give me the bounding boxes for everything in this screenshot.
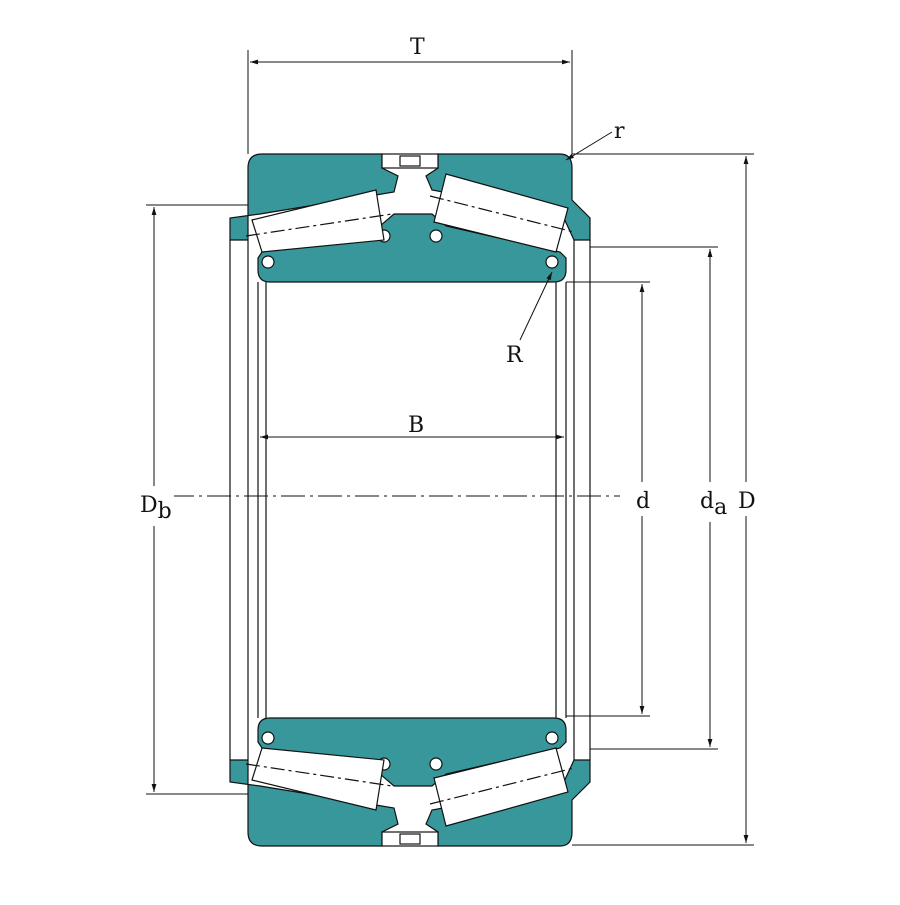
inner-ring-top <box>257 213 567 283</box>
leader-r <box>565 131 613 161</box>
inner-ring-bottom <box>257 717 567 787</box>
outer-ring-bottom-left-half <box>229 759 399 847</box>
rollers <box>245 173 575 827</box>
inner-ring-bottom-fillet-right <box>545 731 559 745</box>
label-Db: Db <box>140 493 172 524</box>
label-D: D <box>738 489 756 514</box>
roller-bottom-right <box>433 747 569 827</box>
roller-top-right <box>433 173 569 253</box>
leader-R <box>519 271 553 341</box>
label-B: B <box>408 413 424 438</box>
dimension-T <box>247 50 573 154</box>
section-outlines <box>229 240 591 760</box>
label-Db-sub: b <box>158 499 172 524</box>
lubrication-hole-top <box>399 155 421 167</box>
inner-ring-bottom-relief-right <box>429 757 443 771</box>
roller-bottom-left <box>251 747 385 811</box>
label-R: R <box>506 343 524 368</box>
roller-top-left <box>251 189 385 253</box>
label-Db-main: D <box>140 493 158 518</box>
lubrication-hole-bottom <box>399 833 421 845</box>
inner-ring-bottom-body <box>257 717 567 787</box>
inner-ring-top-fillet-left <box>261 255 275 269</box>
inner-ring-top-body <box>257 213 567 283</box>
inner-ring-bottom-fillet-left <box>261 731 275 745</box>
inner-ring-top-fillet-right <box>545 255 559 269</box>
label-da-sub: a <box>714 495 727 520</box>
label-T: T <box>410 35 425 60</box>
inner-ring-top-relief-right <box>429 229 443 243</box>
label-da-main: d <box>700 489 714 514</box>
label-r: r <box>614 119 625 144</box>
outer-ring-top-left-half <box>229 153 399 241</box>
label-da: da <box>700 489 727 520</box>
label-d: d <box>636 489 650 514</box>
